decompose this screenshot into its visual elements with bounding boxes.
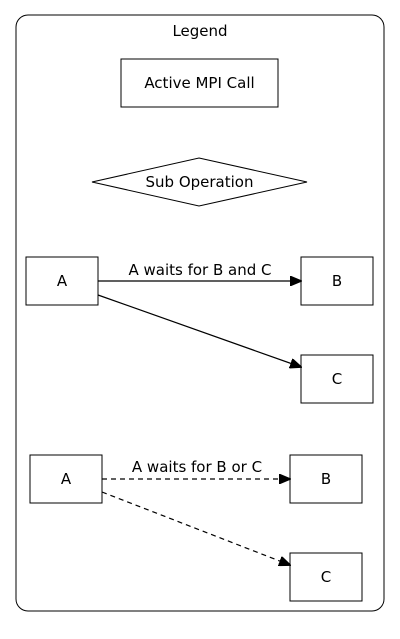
and-edge-a-to-c [97, 294, 301, 367]
and-node-a: A [25, 256, 99, 306]
active-mpi-call-label: Active MPI Call [144, 74, 254, 92]
and-node-b: B [300, 256, 374, 306]
active-mpi-call-node: Active MPI Call [120, 58, 279, 108]
or-node-a-label: A [61, 470, 72, 488]
or-example: A B C A waits for B or C [29, 454, 363, 602]
and-node-a-label: A [57, 272, 68, 290]
and-node-c-label: C [332, 370, 342, 388]
sub-operation-label: Sub Operation [146, 173, 254, 191]
or-node-c-label: C [321, 568, 331, 586]
or-node-b: B [289, 454, 363, 504]
or-node-a: A [29, 454, 103, 504]
legend-title: Legend [172, 22, 227, 40]
or-edge-a-to-c [101, 491, 290, 565]
sub-operation-node: Sub Operation [91, 157, 308, 207]
and-node-c: C [300, 354, 374, 404]
or-node-b-label: B [321, 470, 331, 488]
or-node-c: C [289, 552, 363, 602]
and-node-b-label: B [332, 272, 342, 290]
or-edge-label: A waits for B or C [132, 458, 262, 476]
and-example: A B C A waits for B and C [25, 256, 374, 404]
and-edge-label: A waits for B and C [128, 261, 271, 279]
